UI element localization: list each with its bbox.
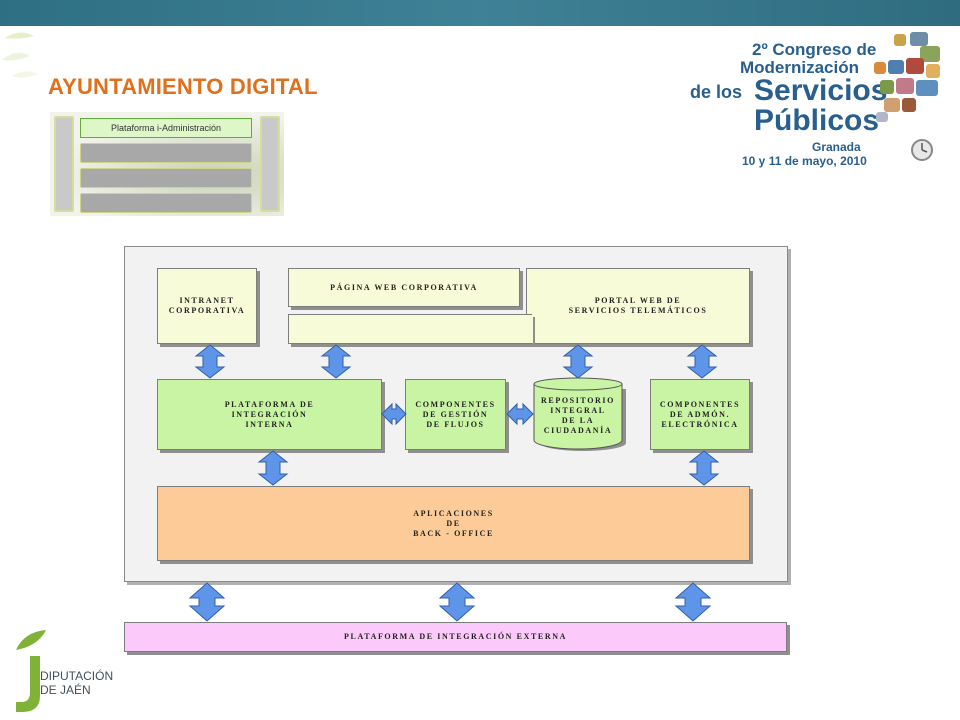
portal-box: PORTAL WEB DE SERVICIOS TELEMÁTICOS xyxy=(526,268,750,344)
repositorio-box: REPOSITORIO INTEGRAL DE LA CIUDADANÍA xyxy=(534,386,622,446)
web-corporativa-label: PÁGINA WEB CORPORATIVA xyxy=(330,282,478,292)
thumbnail-left-column xyxy=(54,116,74,212)
thumbnail-platform-label: Plataforma i-Administración xyxy=(80,118,252,138)
gestion-flujos-box: COMPONENTES DE GESTIÓN DE FLUJOS xyxy=(405,379,506,450)
gestion-flujos-label: COMPONENTES DE GESTIÓN DE FLUJOS xyxy=(415,399,496,429)
photo-collage-icon xyxy=(874,32,940,161)
admon-electronica-label: COMPONENTES DE ADMÓN. ELECTRÓNICA xyxy=(659,399,741,429)
thumbnail-row xyxy=(80,193,252,213)
integracion-externa-label: PLATAFORMA DE INTEGRACIÓN EXTERNA xyxy=(344,632,567,641)
arrow-external-center xyxy=(438,582,476,622)
back-office-label: APLICACIONES DE BACK - OFFICE xyxy=(413,508,494,538)
congress-logo: 2º Congreso de Modernización de los Serv… xyxy=(690,32,960,175)
intranet-box: INTRANET CORPORATIVA xyxy=(157,268,257,344)
intranet-label: INTRANET CORPORATIVA xyxy=(168,296,246,315)
portal-label: PORTAL WEB DE SERVICIOS TELEMÁTICOS xyxy=(568,296,708,315)
top-banner xyxy=(0,0,960,26)
thumbnail-row xyxy=(80,143,252,163)
decorative-leaves xyxy=(2,32,38,78)
web-corporativa-box: PÁGINA WEB CORPORATIVA xyxy=(288,268,520,307)
diputacion-logo-text: DIPUTACIÓN DE JAÉN xyxy=(40,669,114,697)
congress-dates: 10 y 11 de mayo, 2010 xyxy=(742,154,867,168)
congress-city: Granada xyxy=(812,140,861,154)
congress-line-2: Modernización xyxy=(740,58,860,77)
congress-line-4: Públicos xyxy=(754,104,880,137)
diputacion-leaf-icon xyxy=(16,630,46,712)
integracion-interna-box: PLATAFORMA DE INTEGRACIÓN INTERNA xyxy=(157,379,382,450)
integracion-interna-label: PLATAFORMA DE INTEGRACIÓN INTERNA xyxy=(224,399,315,429)
arrow-external-right xyxy=(674,582,712,622)
congress-line-3a: de los xyxy=(690,82,743,102)
thumbnail-row xyxy=(80,168,252,188)
portal-box-joint xyxy=(525,315,533,343)
repositorio-label: REPOSITORIO INTEGRAL DE LA CIUDADANÍA xyxy=(541,396,615,435)
portal-box-extension xyxy=(288,314,532,344)
admon-electronica-box: COMPONENTES DE ADMÓN. ELECTRÓNICA xyxy=(650,379,750,450)
congress-line-1: 2º Congreso de xyxy=(752,40,877,59)
arrow-external-left xyxy=(188,582,226,622)
repositorio-cylinder xyxy=(533,377,626,451)
thumbnail-right-column xyxy=(260,116,280,212)
page-title: AYUNTAMIENTO DIGITAL xyxy=(48,74,318,99)
back-office-box: APLICACIONES DE BACK - OFFICE xyxy=(157,486,750,561)
congress-line-3b: Servicios xyxy=(754,74,888,107)
integracion-externa-box: PLATAFORMA DE INTEGRACIÓN EXTERNA xyxy=(124,622,787,652)
